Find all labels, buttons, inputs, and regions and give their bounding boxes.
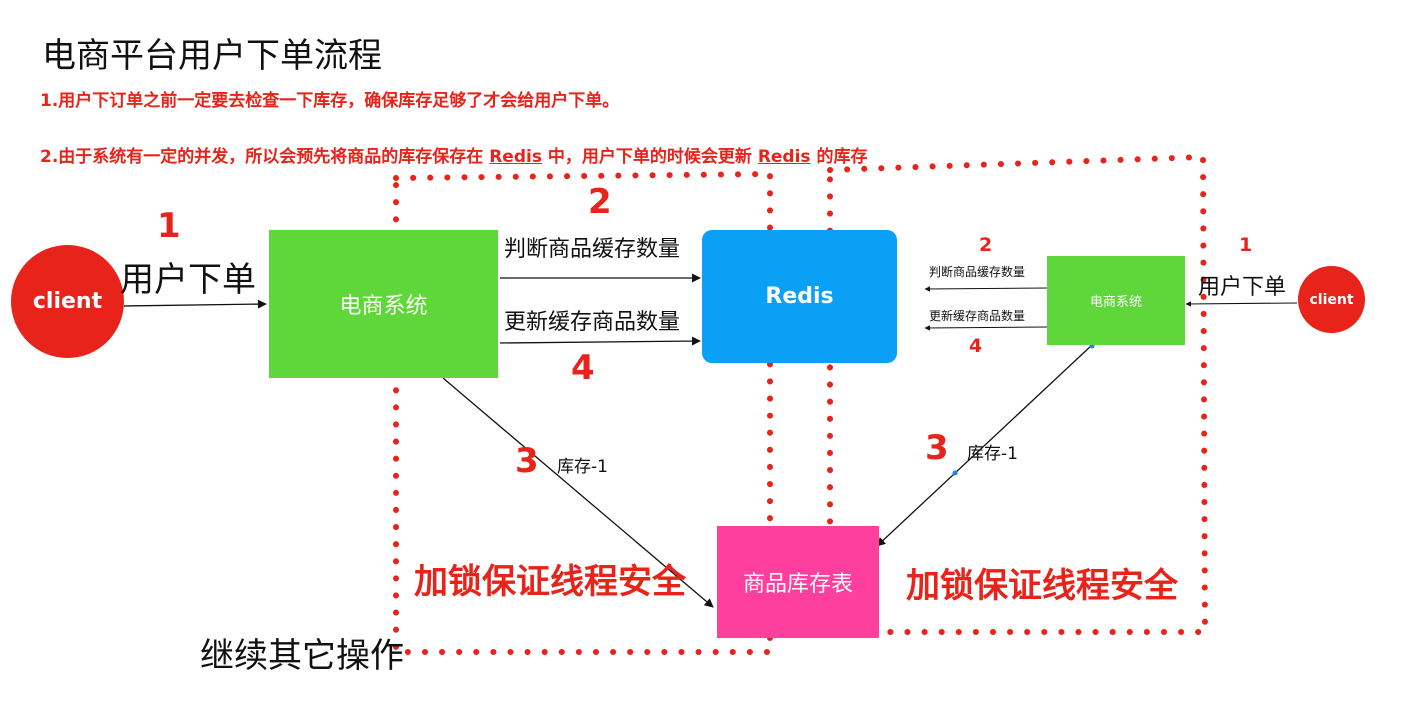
- lock-region-left: [393, 170, 773, 655]
- note-1: 1.用户下订单之前一定要去检查一下库存，确保库存足够了才会给用户下单。: [40, 91, 620, 111]
- step-3-right: 3: [925, 428, 949, 468]
- step-3-left: 3: [515, 441, 539, 481]
- arrow-update-cache-right: [924, 325, 1048, 331]
- step-4-left: 4: [571, 348, 595, 388]
- client-node-left: client: [11, 245, 124, 358]
- check-cache-label-left: 判断商品缓存数量: [504, 237, 681, 262]
- redis-node: Redis: [702, 230, 897, 363]
- order-label-left: 用户下单: [120, 260, 256, 300]
- lock-thread-safety-label-right: 加锁保证线程安全: [906, 566, 1178, 606]
- check-cache-label-right: 判断商品缓存数量: [929, 265, 1026, 279]
- ecommerce-system-left: 电商系统: [269, 230, 498, 378]
- arrow-stock-decrement-right: [876, 344, 1093, 547]
- stock-decrement-label-right: 库存-1: [967, 444, 1018, 464]
- page-title: 电商平台用户下单流程: [42, 36, 382, 76]
- update-cache-label-left: 更新缓存商品数量: [504, 310, 681, 335]
- arrow-check-cache-right: [924, 286, 1048, 292]
- update-cache-label-right: 更新缓存商品数量: [929, 309, 1026, 323]
- arrow-client-to-system-left: [123, 299, 267, 309]
- continue-operations-label: 继续其它操作: [200, 636, 404, 676]
- step-2-left: 2: [588, 182, 612, 222]
- step-1-right: 1: [1239, 234, 1253, 256]
- stock-decrement-label-left: 库存-1: [557, 457, 608, 477]
- ecommerce-system-right: 电商系统: [1047, 256, 1185, 345]
- step-1-left: 1: [157, 206, 181, 246]
- step-2-right: 2: [979, 234, 993, 256]
- step-4-right: 4: [969, 335, 983, 357]
- arrow-update-cache-left: [499, 336, 701, 346]
- inventory-table-node: 商品库存表: [717, 526, 879, 638]
- client-node-right: client: [1298, 266, 1365, 333]
- arrow-client-to-system-right: [1185, 301, 1298, 307]
- order-label-right: 用户下单: [1198, 275, 1287, 300]
- arrow-stock-decrement-left: [442, 377, 714, 608]
- note-2: 2.由于系统有一定的并发，所以会预先将商品的库存保存在 Redis 中，用户下单…: [40, 147, 868, 167]
- lock-thread-safety-label-left: 加锁保证线程安全: [414, 562, 686, 602]
